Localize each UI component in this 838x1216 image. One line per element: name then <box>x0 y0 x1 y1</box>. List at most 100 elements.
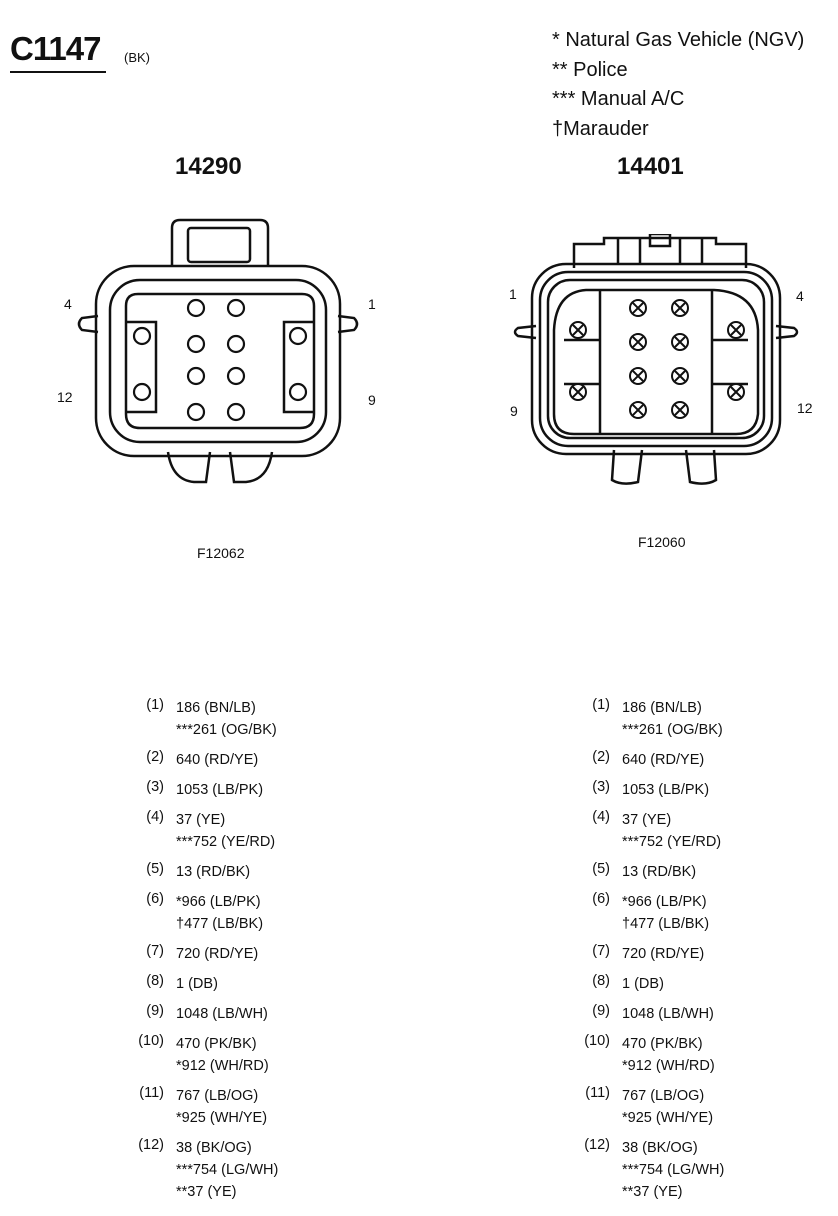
pin-number: (5) <box>146 861 164 877</box>
wire-entry: 470 (PK/BK) <box>622 1036 703 1052</box>
legend-item-police: ** Police <box>552 58 628 81</box>
pin-label-left-top-left: 4 <box>64 296 72 312</box>
wire-entry: ***261 (OG/BK) <box>622 722 723 738</box>
wire-entry: 1053 (LB/PK) <box>176 782 264 798</box>
wire-entry: 37 (YE) <box>176 812 226 828</box>
wire-entry: 1053 (LB/PK) <box>622 782 710 798</box>
pin-wires: 720 (RD/YE) <box>176 943 258 965</box>
title-underline <box>10 71 106 73</box>
pin-wires: 1053 (LB/PK) <box>622 779 709 801</box>
wire-entry: †477 (LB/BK) <box>176 916 264 932</box>
pin-label-left-bottom-left: 12 <box>57 389 73 405</box>
wire-entry: *912 (WH/RD) <box>176 1058 269 1074</box>
wire-entry: ***261 (OG/BK) <box>176 722 277 738</box>
wire-entry: 38 (BK/OG) <box>176 1140 252 1156</box>
wire-entry: 720 (RD/YE) <box>622 946 705 962</box>
pin-number: (5) <box>592 861 610 877</box>
pin-number: (12) <box>138 1137 164 1153</box>
connector-id: C1147 <box>10 30 101 67</box>
wire-entry: 38 (BK/OG) <box>622 1140 698 1156</box>
pin-number: (8) <box>592 973 610 989</box>
part-number-right: 14401 <box>617 153 684 180</box>
pin-number: (8) <box>146 973 164 989</box>
pin-row: (5) 13 (RD/BK) <box>128 861 278 883</box>
pin-wires: 720 (RD/YE) <box>622 943 704 965</box>
pin-wires: *966 (LB/PK) †477 (LB/BK) <box>176 891 263 935</box>
pin-wires: 640 (RD/YE) <box>622 749 704 771</box>
wire-entry: 13 (RD/BK) <box>622 864 697 880</box>
legend-item-ngv: * Natural Gas Vehicle (NGV) <box>552 29 805 51</box>
pin-wires: 1 (DB) <box>622 973 664 995</box>
pin-row: (8) 1 (DB) <box>128 973 278 995</box>
wire-entry: 1048 (LB/WH) <box>176 1006 268 1022</box>
pin-row: (9) 1048 (LB/WH) <box>574 1003 724 1025</box>
pin-number: (11) <box>585 1085 610 1101</box>
pin-wires: 470 (PK/BK)*912 (WH/RD) <box>176 1033 269 1077</box>
pin-wires: 13 (RD/BK) <box>622 861 696 883</box>
pin-number: (4) <box>592 809 610 825</box>
pin-number: (2) <box>146 749 164 765</box>
pin-cavities-right <box>569 299 745 419</box>
wire-entry: 13 (RD/BK) <box>176 864 251 880</box>
pin-number: (11) <box>139 1085 164 1101</box>
pin-wires: 767 (LB/OG)*925 (WH/YE) <box>622 1085 713 1129</box>
wire-entry: 1 (DB) <box>176 976 218 992</box>
pin-row: (2)640 (RD/YE) <box>574 749 724 771</box>
wire-entry: **37 (YE) <box>622 1184 683 1200</box>
pin-label-right-top-right: 4 <box>796 288 804 304</box>
pin-number: (7) <box>146 943 164 959</box>
pin-row: (3) 1053 (LB/PK) <box>128 779 278 801</box>
pin-row: (11) 767 (LB/OG)*925 (WH/YE) <box>574 1085 724 1129</box>
pin-row: (6)*966 (LB/PK)†477 (LB/BK) <box>574 891 724 935</box>
pin-row: (7) 720 (RD/YE) <box>128 943 278 965</box>
pin-wires: 1053 (LB/PK) <box>176 779 263 801</box>
wire-entry: *912 (WH/RD) <box>622 1058 715 1074</box>
legend-item-marauder: †Marauder <box>552 117 649 140</box>
pin-number: (6) <box>146 891 164 907</box>
wire-entry: 720 (RD/YE) <box>176 946 259 962</box>
pin-number: (3) <box>146 779 164 795</box>
pin-wires: 1048 (LB/WH) <box>622 1003 714 1025</box>
pin-number: (9) <box>592 1003 610 1019</box>
pin-wires: 13 (RD/BK) <box>176 861 250 883</box>
wire-entry: 186 (BN/LB) <box>622 700 702 716</box>
pin-label-left-top-right: 1 <box>368 296 376 312</box>
pin-row: (4)37 (YE)***752 (YE/RD) <box>574 809 724 853</box>
pin-row: (12)38 (BK/OG)***754 (LG/WH)**37 (YE) <box>128 1137 278 1203</box>
figure-id-right: F12060 <box>638 534 686 550</box>
wire-entry: ***754 (LG/WH) <box>176 1162 279 1178</box>
pin-wires: 186 (BN/LB)***261 (OG/BK) <box>176 697 277 741</box>
wire-table-right: (1) 186 (BN/LB) ***261 (OG/BK) (2)640 (RD/Y… <box>574 697 724 1211</box>
pin-row: (4)37 (YE)***752 (YE/RD) <box>128 809 278 853</box>
pin-wires: 640 (RD/YE) <box>176 749 258 771</box>
pin-row: (6) *966 (LB/PK) †477 (LB/BK) <box>128 891 278 935</box>
wire-entry: †477 (LB/BK) <box>622 916 710 932</box>
pin-label-right-top-left: 1 <box>509 286 517 302</box>
pin-wires: 38 (BK/OG)***754 (LG/WH)**37 (YE) <box>176 1137 278 1203</box>
pin-number: (1) <box>592 697 610 713</box>
pin-row: (1) 186 (BN/LB)***261 (OG/BK) <box>128 697 278 741</box>
pin-row: (11) 767 (LB/OG) *925 (WH/YE) <box>128 1085 278 1129</box>
wire-entry: ***752 (YE/RD) <box>176 834 276 850</box>
pin-row: (9)1048 (LB/WH) <box>128 1003 278 1025</box>
pin-number: (1) <box>146 697 164 713</box>
pin-number: (3) <box>592 779 610 795</box>
pin-wires: 37 (YE) ***752 (YE/RD) <box>176 809 275 853</box>
pin-number: (12) <box>584 1137 610 1153</box>
wire-entry: *966 (LB/PK) <box>622 894 707 910</box>
wire-entry: 767 (LB/OG) <box>176 1088 259 1104</box>
pin-row: (5) 13 (RD/BK) <box>574 861 724 883</box>
pin-label-left-bottom-right: 9 <box>368 392 376 408</box>
pin-label-right-bottom-right: 12 <box>797 400 813 416</box>
wire-entry: *925 (WH/YE) <box>176 1110 268 1126</box>
legend-item-manual-ac: *** Manual A/C <box>552 88 685 110</box>
pin-number: (10) <box>584 1033 610 1049</box>
pin-row: (10)470 (PK/BK)*912 (WH/RD) <box>128 1033 278 1077</box>
wire-entry: *966 (LB/PK) <box>176 894 261 910</box>
pin-cavities-left <box>132 298 308 422</box>
part-number-left: 14290 <box>175 153 242 180</box>
wire-entry: 640 (RD/YE) <box>622 752 705 768</box>
wire-entry: 640 (RD/YE) <box>176 752 259 768</box>
wire-entry: ***754 (LG/WH) <box>622 1162 725 1178</box>
pin-label-right-bottom-left: 9 <box>510 403 518 419</box>
